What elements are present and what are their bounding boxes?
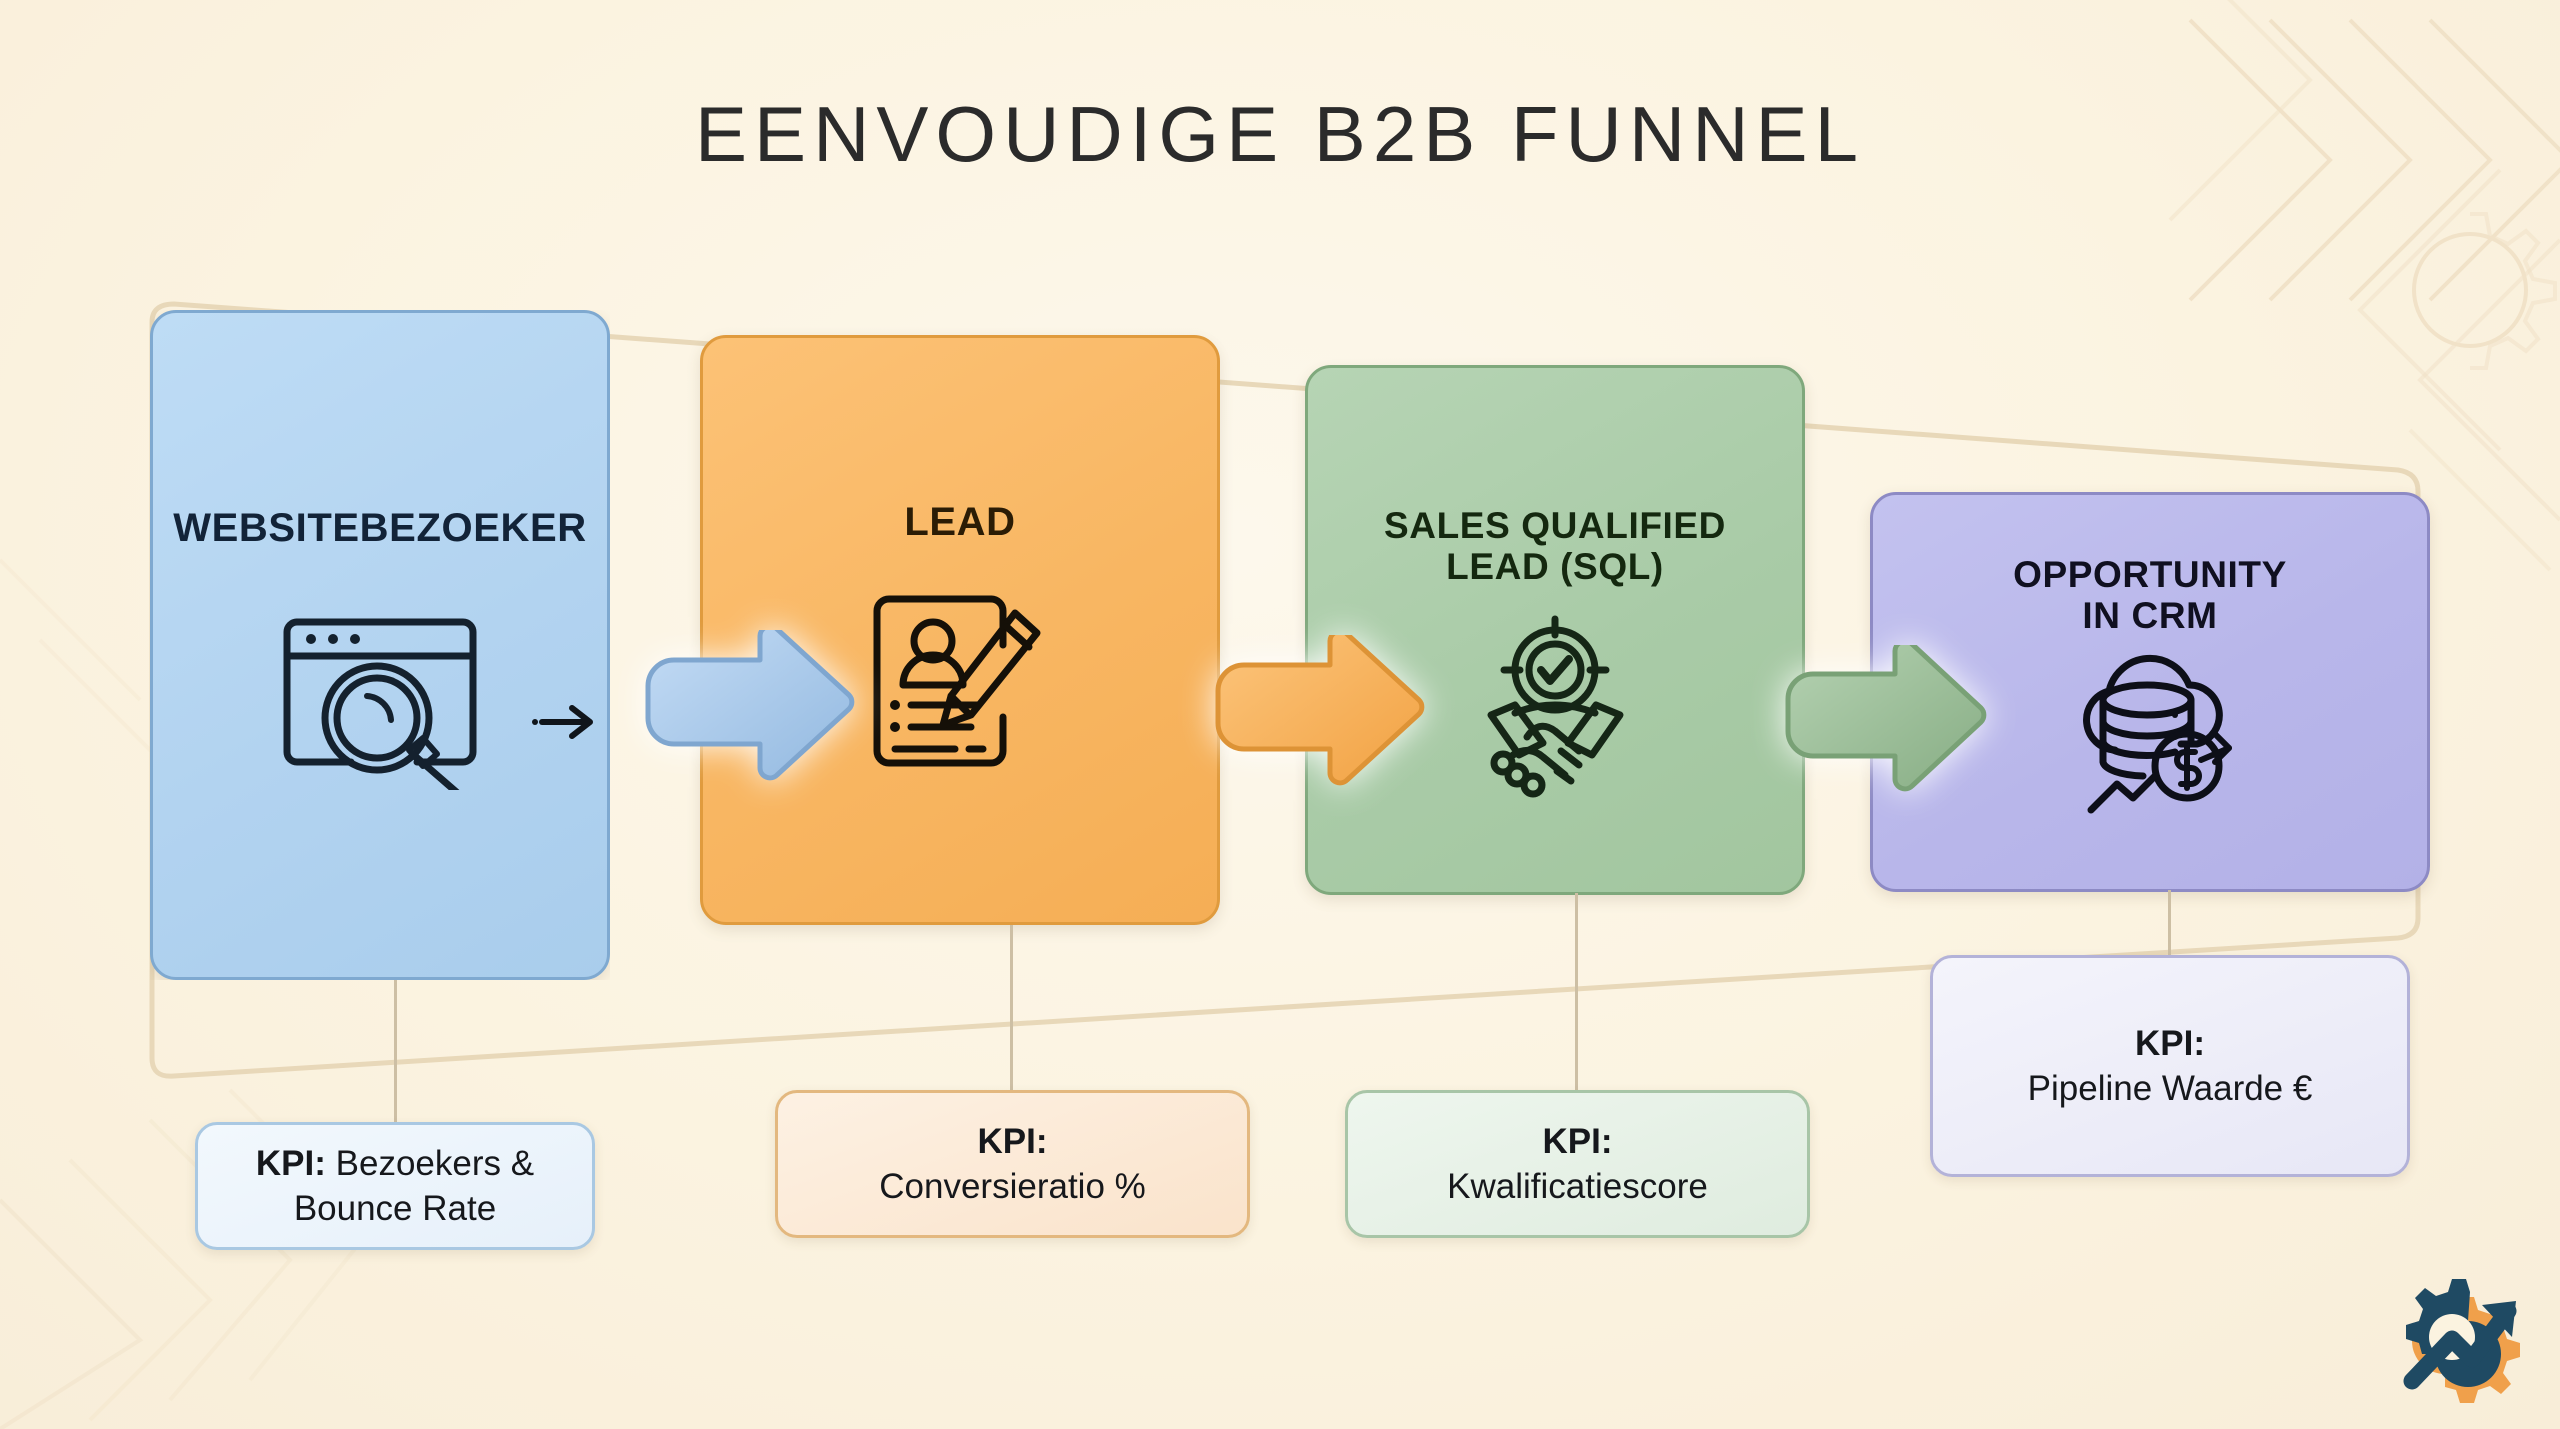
kpi-prefix: KPI: (255, 1143, 326, 1183)
stage-label-line-2: LEAD (SQL) (1446, 546, 1664, 588)
form-signup-icon (700, 585, 1220, 775)
kpi-text: KPI: Pipeline Waarde € (1955, 1021, 2385, 1112)
browser-search-icon (150, 600, 610, 790)
kpi-card-websitebezoeker[interactable]: KPI: Bezoekers & Bounce Rate (195, 1122, 595, 1250)
kpi-prefix: KPI: (977, 1121, 1048, 1161)
gear-growth-arrow-logo (2390, 1269, 2536, 1415)
stage-label: OPPORTUNITY IN CRM (1870, 554, 2430, 637)
kpi-value: Pipeline Waarde € (2027, 1069, 2313, 1108)
kpi-value: Bezoekers & Bounce Rate (293, 1143, 535, 1229)
connector-arrow-2 (1210, 628, 1430, 810)
stage-label-line-1: OPPORTUNITY (2013, 554, 2287, 595)
kpi-prefix: KPI: (2135, 1023, 2205, 1063)
kpi-text: KPI: Kwalificatiescore (1370, 1119, 1785, 1210)
stage-label: WEBSITEBEZOEKER (173, 506, 587, 550)
funnel-stage-sales-qualified-lead[interactable]: SALES QUALIFIED LEAD (SQL) (1305, 365, 1805, 895)
connector-stem-4 (2168, 890, 2171, 958)
kpi-card-lead[interactable]: KPI: Conversieratio % (775, 1090, 1250, 1238)
stage-label: LEAD (904, 500, 1016, 544)
stage-label: SALES QUALIFIED LEAD (SQL) (1305, 505, 1805, 588)
kpi-prefix: KPI: (1542, 1121, 1613, 1161)
connector-arrow-1 (640, 623, 860, 805)
kpi-text: KPI: Conversieratio % (800, 1119, 1225, 1210)
connector-stem-3 (1575, 893, 1578, 1093)
connector-arrow-3 (1780, 638, 1990, 815)
kpi-value: Conversieratio % (879, 1167, 1146, 1206)
stage-label-line-1: SALES QUALIFIED (1383, 505, 1727, 546)
connector-stem-1 (394, 980, 397, 1125)
handshake-target-icon (1305, 615, 1805, 800)
funnel-stage-lead[interactable]: LEAD (700, 335, 1220, 925)
cloud-database-revenue-icon (1870, 642, 2430, 817)
page-title: EENVOUDIGE B2B FUNNEL (695, 90, 1865, 178)
kpi-card-opportunity-in-crm[interactable]: KPI: Pipeline Waarde € (1930, 955, 2410, 1177)
stage-shape (150, 310, 610, 980)
stage-label-line-2: IN CRM (2082, 595, 2218, 637)
kpi-value: Kwalificatiescore (1447, 1167, 1708, 1206)
kpi-text: KPI: Bezoekers & Bounce Rate (220, 1141, 570, 1232)
funnel-outline-frame (149, 301, 2421, 1079)
kpi-card-sales-qualified-lead[interactable]: KPI: Kwalificatiescore (1345, 1090, 1810, 1238)
connector-stem-2 (1010, 925, 1013, 1093)
inline-right-arrow-icon (530, 700, 600, 749)
funnel-stage-websitebezoeker[interactable]: WEBSITEBEZOEKER (150, 310, 610, 980)
stage-shape (700, 335, 1220, 925)
